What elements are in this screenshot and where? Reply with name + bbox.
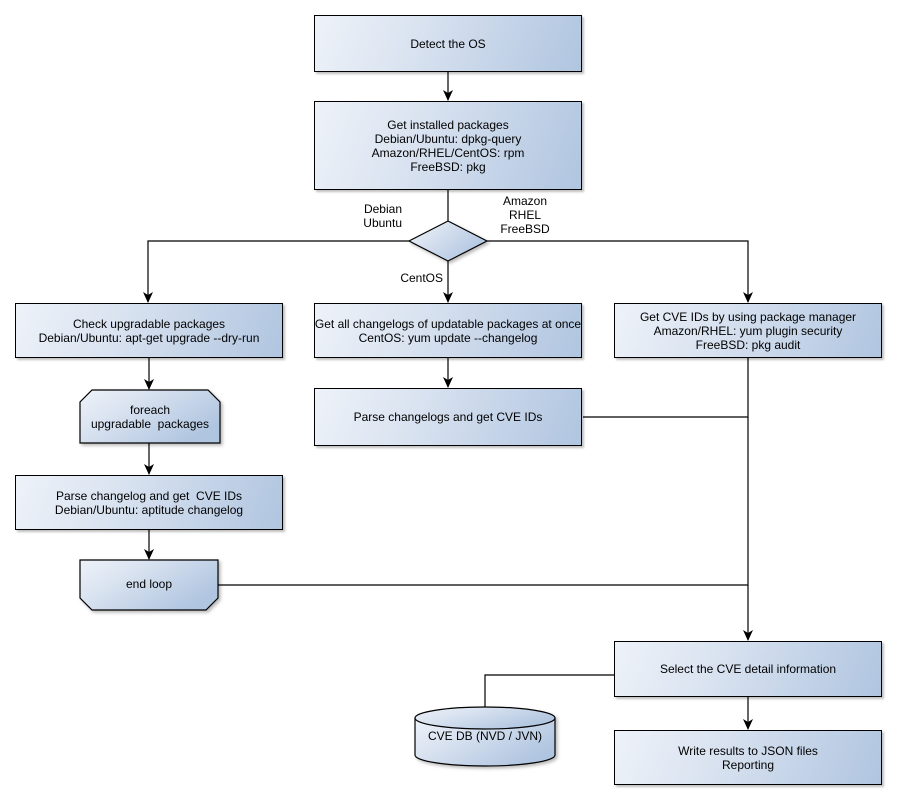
- edge-label-line: Amazon: [502, 194, 548, 208]
- node-label: end loop: [125, 577, 173, 591]
- node-get-all-changelogs: Get all changelogs of updatable packages…: [314, 303, 582, 358]
- node-label: Get CVE IDs by using package manager: [639, 309, 857, 324]
- node-label: Amazon/RHEL/CentOS: rpm: [371, 145, 525, 160]
- node-label: Select the CVE detail information: [659, 662, 837, 676]
- node-get-installed-packages: Get installed packages Debian/Ubuntu: dp…: [314, 101, 582, 190]
- edge-decision-to-get-cve-ids: [487, 240, 753, 303]
- end-loop-label: end loop: [80, 560, 218, 608]
- node-select-cve-detail: Select the CVE detail information: [614, 641, 882, 697]
- edge-label-line: FreeBSD: [500, 222, 550, 236]
- node-label: FreeBSD: pkg audit: [695, 337, 801, 352]
- node-label: CVE DB (NVD / JVN): [427, 729, 542, 743]
- node-write-results: Write results to JSON files Reporting: [614, 730, 882, 785]
- edge-label-line: RHEL: [508, 208, 541, 222]
- node-label: Reporting: [721, 757, 775, 772]
- node-label: CentOS: yum update --changelog: [358, 330, 538, 345]
- node-label: Debian/Ubuntu: dpkg-query: [374, 131, 522, 146]
- node-label: Write results to JSON files: [678, 743, 818, 758]
- node-parse-changelogs: Parse changelogs and get CVE IDs: [314, 388, 582, 446]
- edge-label-debian-ubuntu: Debian Ubuntu: [322, 202, 402, 230]
- node-label: foreach: [129, 403, 171, 417]
- node-label: Parse changelogs and get CVE IDs: [353, 410, 543, 424]
- edge-label-line: CentOS: [400, 271, 443, 285]
- node-label: Check upgradable packages: [72, 316, 226, 331]
- decision-os-diamond: [407, 220, 489, 262]
- foreach-loop-label: foreach upgradable packages: [80, 392, 220, 442]
- node-detect-os: Detect the OS: [314, 15, 582, 72]
- end-loop-shape: [79, 559, 219, 611]
- edge-label-amazon-rhel-freebsd: Amazon RHEL FreeBSD: [488, 194, 562, 236]
- node-label: Detect the OS: [410, 36, 486, 51]
- node-label: Parse changelog and get CVE IDs: [55, 488, 243, 503]
- foreach-loop-shape: [79, 389, 221, 444]
- edge-label-line: Ubuntu: [363, 216, 402, 230]
- edge-cvedb-to-select: [484, 674, 614, 707]
- node-label: Get all changelogs of updatable packages…: [314, 316, 582, 331]
- cve-db-label: CVE DB (NVD / JVN): [415, 724, 555, 748]
- node-check-upgradable-packages: Check upgradable packages Debian/Ubuntu:…: [15, 303, 283, 358]
- edge-label-line: Debian: [363, 202, 402, 216]
- cve-db-cylinder: [414, 706, 556, 767]
- node-get-cve-ids-package-manager: Get CVE IDs by using package manager Ama…: [614, 303, 882, 358]
- node-label: FreeBSD: pkg: [410, 159, 486, 174]
- edge-decision-to-check-upgradable: [143, 240, 409, 303]
- node-label: upgradable packages: [90, 417, 210, 431]
- node-parse-changelog-debian: Parse changelog and get CVE IDs Debian/U…: [15, 475, 283, 530]
- node-label: Get installed packages: [387, 117, 509, 132]
- node-label: Debian/Ubuntu: apt-get upgrade --dry-run: [38, 330, 260, 345]
- edge-label-centos: CentOS: [385, 271, 443, 285]
- node-label: Amazon/RHEL: yum plugin security: [653, 323, 843, 338]
- node-label: Debian/Ubuntu: aptitude changelog: [54, 502, 244, 517]
